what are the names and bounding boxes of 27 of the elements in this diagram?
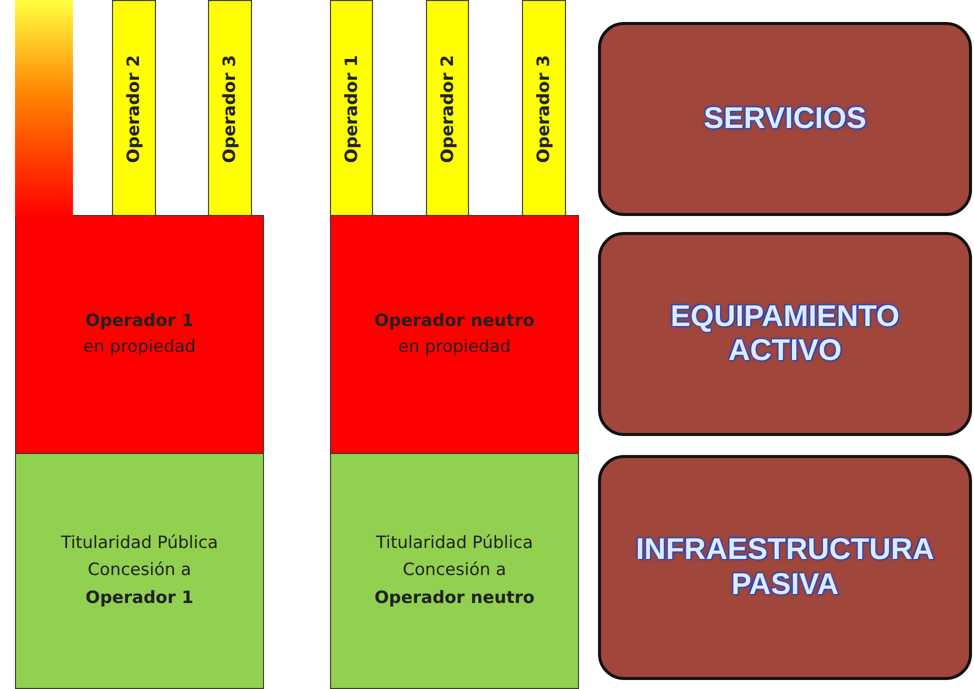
gradient-bar: [15, 0, 73, 217]
public-ownership-block: [330, 453, 579, 689]
operator-label: Operador 3: [220, 54, 240, 162]
operator-column: [112, 0, 156, 217]
layer-title: SERVICIOS: [704, 102, 866, 136]
layer-box: [598, 455, 972, 680]
ownership-text: en propiedad: [83, 336, 196, 358]
public-ownership-block: [15, 453, 264, 689]
ownership-block: [15, 215, 264, 454]
layer-box: [598, 232, 972, 436]
operator-label: Operador 2: [438, 54, 458, 162]
layer-title: INFRAESTRUCTURA PASIVA: [635, 533, 935, 602]
owner-name: Operador 1: [86, 310, 194, 333]
operator-column: [522, 0, 566, 217]
operator-label: Operador 3: [534, 54, 554, 162]
operator-column: [426, 0, 469, 217]
operator-column: [208, 0, 252, 217]
operator-label: Operador 1: [342, 54, 362, 162]
concession-text: Titularidad Pública Concesión a Operador 1: [60, 532, 219, 610]
operator-column: [330, 0, 373, 217]
operator-label: Operador 2: [124, 54, 144, 162]
ownership-text: en propiedad: [398, 336, 511, 358]
layer-title: EQUIPAMIENTO ACTIVO: [670, 300, 900, 368]
layer-box: [598, 22, 972, 216]
ownership-block: [330, 215, 579, 454]
owner-name: Operador neutro: [374, 310, 535, 333]
concession-text: Titularidad Pública Concesión a Operador neutro: [373, 532, 536, 610]
